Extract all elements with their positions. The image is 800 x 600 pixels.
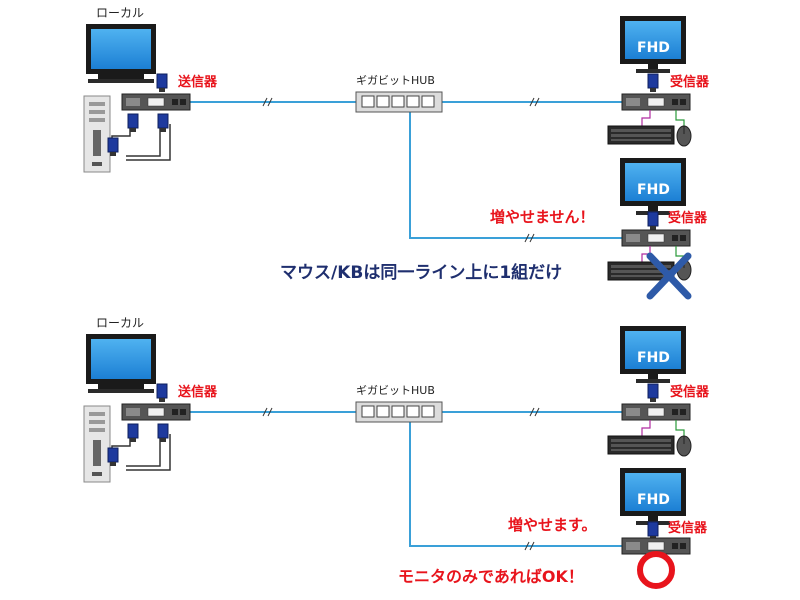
keyboard-icon	[607, 125, 675, 145]
cable-break-marks	[262, 407, 540, 551]
vga-connector-icon	[156, 73, 168, 93]
ok-text: モニタのみであればOK！	[398, 567, 584, 586]
receiver-box-icon	[621, 93, 691, 111]
monitor-text: FHD	[637, 350, 670, 366]
transmitter-box-icon	[121, 403, 191, 421]
peripheral-cables	[641, 420, 685, 436]
gigabit-hub-icon	[355, 401, 443, 423]
vga-connector-icon	[647, 73, 659, 93]
peripheral-cables	[641, 110, 685, 128]
pc-tower-icon	[83, 95, 111, 173]
vga-connector-icon	[156, 383, 168, 403]
restriction-text: マウス/KBは同一ライン上に1組だけ	[280, 262, 562, 283]
local-monitor-icon	[86, 24, 156, 83]
receiver-label: 受信器	[668, 520, 708, 536]
monitor-text: FHD	[637, 182, 670, 198]
local-label: ローカル	[96, 6, 144, 20]
vga-connector-icon	[647, 521, 659, 541]
transmitter-label: 送信器	[177, 74, 218, 90]
cable-break-marks	[262, 97, 540, 243]
receiver-box-icon	[621, 403, 691, 421]
transmitter-label: 送信器	[177, 384, 218, 400]
network-cables	[190, 101, 622, 239]
top-diagram: ローカル 送信器 ギガビットHUB FHD 受信器 FHD	[83, 6, 710, 300]
receiver-label: 受信器	[670, 74, 710, 90]
transmitter-box-icon	[121, 93, 191, 111]
local-monitor-icon	[86, 334, 156, 393]
mouse-icon	[676, 435, 692, 457]
receiver-box-icon	[621, 229, 691, 247]
cross-mark-icon	[646, 252, 692, 300]
pc-tower-icon	[83, 405, 111, 483]
cannot-expand-text: 増やせません！	[490, 208, 595, 226]
can-expand-text: 増やせます。	[508, 516, 597, 534]
receiver-label: 受信器	[668, 210, 708, 226]
network-cables	[190, 411, 622, 547]
local-label: ローカル	[96, 316, 144, 330]
bottom-diagram: ローカル 送信器 ギガビットHUB FHD 受信器 FHD 受信器 増やせます	[83, 316, 710, 589]
vga-connector-icon	[647, 383, 659, 403]
receiver-label: 受信器	[670, 384, 710, 400]
keyboard-icon	[607, 435, 675, 455]
vga-connector-icon	[647, 211, 659, 231]
mouse-icon	[676, 125, 692, 147]
monitor-text: FHD	[637, 40, 670, 56]
hub-label: ギガビットHUB	[356, 384, 435, 397]
ok-circle-icon	[637, 551, 675, 589]
hub-label: ギガビットHUB	[356, 74, 435, 87]
monitor-text: FHD	[637, 492, 670, 508]
gigabit-hub-icon	[355, 91, 443, 113]
